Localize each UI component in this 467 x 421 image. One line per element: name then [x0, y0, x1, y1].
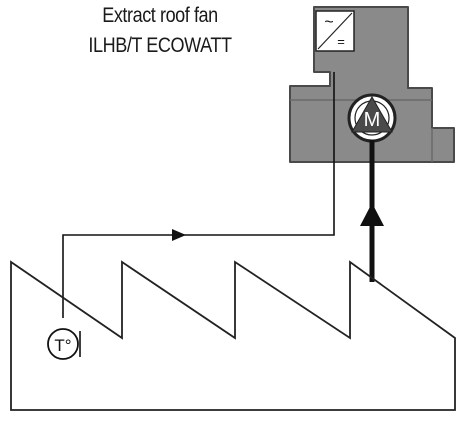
diagram-title-line-2: ILHB/T ECOWATT — [88, 34, 232, 57]
motor-circle-icon: M — [347, 93, 397, 143]
motor-label: M — [364, 109, 381, 131]
sensor-label: T° — [54, 336, 71, 355]
converter-dc-symbol: = — [337, 34, 345, 49]
building-outline — [10, 260, 456, 411]
arrow-up-icon — [360, 203, 384, 226]
temperature-sensor-icon: T° — [47, 328, 81, 360]
converter-ac-symbol: ~ — [324, 14, 333, 31]
control-signal-line — [62, 72, 335, 318]
arrow-right-icon — [172, 229, 186, 241]
diagram-title-line-1: Extract roof fan — [102, 4, 218, 27]
frequency-converter-icon: ~ = — [315, 10, 355, 52]
